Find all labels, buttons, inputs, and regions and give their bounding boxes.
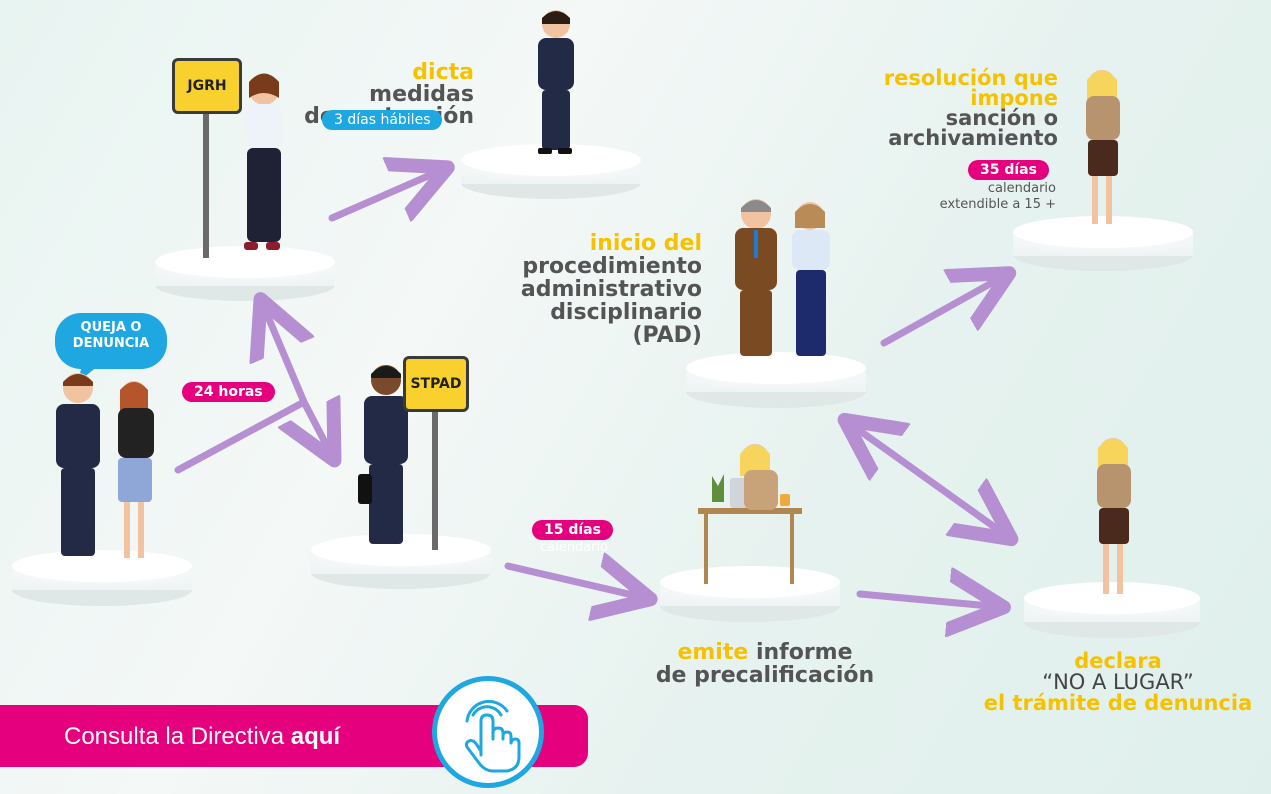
inicio-label: inicio del procedimiento administrativo … [470,232,702,347]
consulta-directiva-link[interactable]: aquí [290,723,341,750]
arrow-to-resolucion [880,280,997,347]
medidas-duration-badge: 3 días hábiles [322,110,443,130]
platform-informe [660,566,840,622]
declara-label: declara “NO A LUGAR” el trámite de denun… [968,651,1268,714]
hand-pointer-icon [464,700,521,773]
platform-stpad [311,534,491,589]
inicio-highlight: inicio del [589,231,702,256]
arrow-to-stpad [304,402,328,448]
arrow-inicio-declara [856,428,1000,531]
platform-jgrh [155,246,335,301]
platform-medidas [461,144,641,199]
platform-queja [12,550,192,606]
queja-bubble-text: QUEJA O DENUNCIA [55,320,167,352]
timer-24-horas: 24 horas [182,382,275,402]
platform-declara [1024,582,1200,638]
resolucion-note: calendario extendible a 15 + [900,181,1056,212]
medidas-highlight: dicta [412,60,474,85]
declara-line-1: declara [1074,649,1162,673]
arrow-to-medidas [328,173,435,218]
arrow-to-informe [504,566,637,596]
person-woman-queja [118,381,154,558]
platform-resolucion [1013,216,1193,271]
person-man-medidas [538,10,574,154]
jgrh-sign-pole [203,112,209,258]
resolucion-line-4: archivamiento [888,126,1058,150]
resolucion-line-2: impone [970,86,1058,110]
resolucion-line-1: resolución que [883,66,1058,90]
declara-line-3: el trámite de denuncia [983,691,1253,715]
informe-line-2: de precalificación [655,663,875,688]
arrow-to-declara [856,594,990,606]
platform-inicio [686,352,866,408]
person-woman-jgrh [244,73,282,250]
arrow-queja-branch [174,398,308,474]
inicio-line-4: disciplinario [550,300,702,325]
hand-pointer-button[interactable] [432,676,544,788]
person-woman-inicio [792,202,830,356]
person-man-stpad [358,365,408,544]
stpad-sign: STPAD [403,356,469,412]
declara-line-2: “NO A LUGAR” [1042,670,1194,694]
resolucion-label: resolución que impone sanción o archivam… [850,66,1058,150]
person-woman-declara [1097,438,1131,594]
stpad-sign-pole [432,408,438,550]
timer-15-dias-note: calendario [540,540,609,555]
informe-label: emite informe de precalificación [640,641,890,687]
resolucion-duration-badge: 35 días [968,160,1049,180]
consulta-directiva-label[interactable]: Consulta la Directiva aquí [64,723,340,751]
person-man-queja [56,373,100,556]
consulta-directiva-text: Consulta la Directiva [64,723,291,750]
medidas-rest: medidas [369,82,474,107]
inicio-line-2: procedimiento [522,254,702,279]
informe-rest: informe [748,640,853,665]
queja-line-2: DENUNCIA [72,336,150,351]
jgrh-sign: JGRH [172,58,242,114]
person-woman-desk [698,444,802,584]
person-man-inicio [735,199,777,356]
resolucion-line-3: sanción o [945,106,1058,130]
inicio-line-3: administrativo [520,277,702,302]
dot-pattern [560,380,1260,580]
resolucion-note-1: calendario [987,181,1056,196]
resolucion-note-2: extendible a 15 + [939,196,1056,212]
inicio-line-5: (PAD) [632,323,702,348]
arrow-to-jgrh [266,312,304,406]
timer-15-dias: 15 días [532,520,613,540]
person-woman-resolucion [1086,70,1120,224]
queja-line-1: QUEJA O [80,320,142,335]
informe-highlight: emite [677,640,749,665]
